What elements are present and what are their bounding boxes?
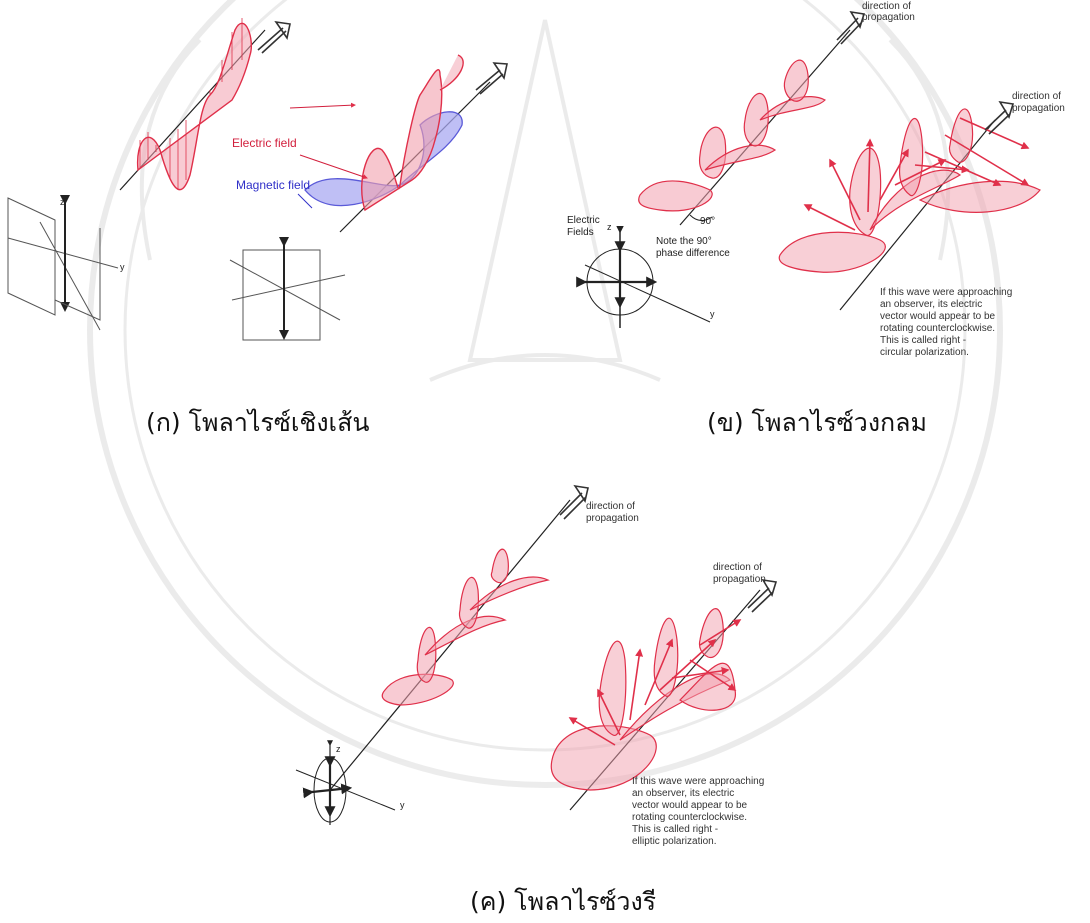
electric-field-label: Electric field [232, 136, 297, 150]
axis-y-label: y [400, 800, 405, 810]
caption-linear-polarization: (ก) โพลาไรซ์เชิงเส้น [146, 403, 369, 443]
propagation-label: propagation [713, 574, 766, 585]
caption-elliptical-polarization: (ค) โพลาไรซ์วงรี [470, 882, 656, 922]
panel-b-circular-polarization: direction of propagation 90° Electric Fi… [567, 1, 1065, 358]
propagation-label: direction of [713, 562, 762, 573]
hollow-arrow-icon [837, 12, 864, 44]
watermark-seal-icon [90, 0, 1000, 785]
svg-text:an observer, its electric: an observer, its electric [880, 299, 982, 310]
magnetic-field-label: Magnetic field [236, 178, 310, 192]
propagation-label: propagation [862, 12, 915, 23]
hollow-arrow-icon [258, 22, 290, 53]
phase-note-label: Note the 90° [656, 236, 712, 247]
svg-text:This is called right -: This is called right - [880, 335, 966, 346]
electric-fields-label: Electric [567, 215, 600, 226]
svg-text:an observer, its electric: an observer, its electric [632, 788, 734, 799]
propagation-axis [330, 500, 570, 790]
hollow-arrow-icon [985, 102, 1013, 134]
electric-fields-label: Fields [567, 227, 594, 238]
panel-a-linear-polarization: z y Electric field Magnetic field [8, 18, 507, 340]
electric-wave-tail [440, 55, 463, 90]
elliptic-wave-curves [551, 609, 735, 790]
propagation-label: propagation [1012, 103, 1065, 114]
svg-text:circular polarization.: circular polarization. [880, 347, 969, 358]
caption-circular-polarization: (ข) โพลาไรซ์วงกลม [707, 403, 927, 443]
axis-z-label: z [60, 197, 65, 207]
circular-wave-curves [639, 60, 825, 211]
svg-text:If this wave were approaching: If this wave were approaching [880, 287, 1012, 298]
propagation-label: direction of [1012, 91, 1061, 102]
axis-frame-icon [230, 245, 345, 340]
svg-text:elliptic polarization.: elliptic polarization. [632, 836, 717, 847]
panel-c-elliptical-polarization: direction of propagation z y [296, 486, 776, 847]
propagation-label: direction of [586, 501, 635, 512]
svg-text:This is called right -: This is called right - [632, 824, 718, 835]
axis-z-label: z [336, 744, 341, 754]
elliptic-wave-curves [382, 549, 548, 705]
propagation-label: propagation [586, 513, 639, 524]
propagation-label: direction of [862, 1, 911, 12]
svg-text:rotating counterclockwise.: rotating counterclockwise. [880, 323, 995, 334]
svg-text:vector would appear to be: vector would appear to be [880, 311, 996, 322]
axis-z-label: z [607, 222, 612, 232]
svg-text:rotating counterclockwise.: rotating counterclockwise. [632, 812, 747, 823]
polarization-description: If this wave were approaching an observe… [880, 287, 1012, 358]
axis-y-label: y [120, 262, 125, 272]
polarization-description: If this wave were approaching an observe… [632, 776, 764, 847]
circular-wave-curves [779, 109, 1040, 272]
svg-text:vector would appear to be: vector would appear to be [632, 800, 748, 811]
hollow-arrow-icon [476, 63, 507, 94]
hollow-arrow-icon [560, 486, 588, 519]
phase-note-label: phase difference [656, 248, 730, 259]
axis-y-label: y [710, 309, 715, 319]
angle-label: 90° [700, 216, 715, 227]
electric-wave-curve [362, 70, 442, 210]
svg-text:If this wave were approaching: If this wave were approaching [632, 776, 764, 787]
